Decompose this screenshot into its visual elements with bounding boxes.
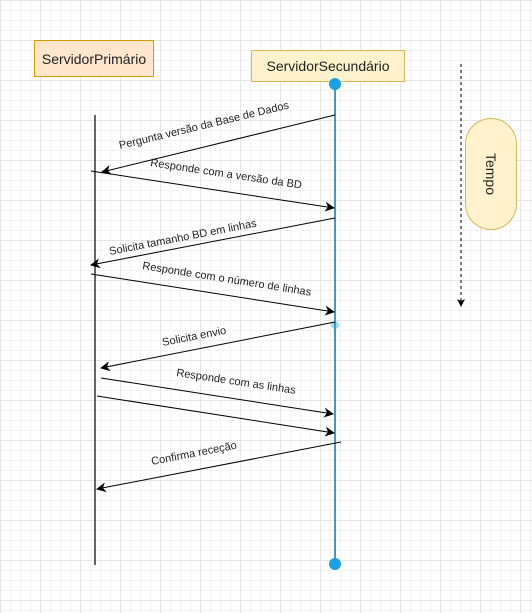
primary-server-box[interactable]: ServidorPrimário bbox=[34, 40, 154, 77]
message-arrow[interactable] bbox=[96, 441, 342, 493]
message-arrows bbox=[90, 114, 342, 493]
message-label: Responde com a versão da BD bbox=[150, 157, 303, 191]
message-arrow[interactable] bbox=[100, 321, 336, 372]
message-arrow[interactable] bbox=[101, 114, 336, 175]
secondary-server-label: ServidorSecundário bbox=[266, 58, 390, 74]
message-arrow[interactable] bbox=[96, 395, 335, 437]
time-indicator-box[interactable]: Tempo bbox=[465, 118, 517, 230]
message-label: Confirma receção bbox=[150, 440, 238, 468]
message-labels: Pergunta versão da Base de Dados Respond… bbox=[108, 99, 312, 467]
message-arrow[interactable] bbox=[90, 217, 336, 269]
message-label: Pergunta versão da Base de Dados bbox=[118, 99, 291, 151]
message-arrow[interactable] bbox=[90, 170, 335, 212]
message-label: Solicita tamanho BD em linhas bbox=[108, 217, 258, 257]
secondary-server-box[interactable]: ServidorSecundário bbox=[251, 50, 405, 82]
message-label: Responde com o número de linhas bbox=[142, 260, 313, 299]
secondary-lifeline-start[interactable] bbox=[329, 78, 341, 90]
message-arrow[interactable] bbox=[100, 377, 334, 418]
secondary-lifeline-waypoint bbox=[331, 321, 339, 329]
primary-server-label: ServidorPrimário bbox=[41, 50, 147, 67]
secondary-lifeline-end[interactable] bbox=[329, 558, 341, 570]
message-arrow[interactable] bbox=[90, 273, 335, 316]
